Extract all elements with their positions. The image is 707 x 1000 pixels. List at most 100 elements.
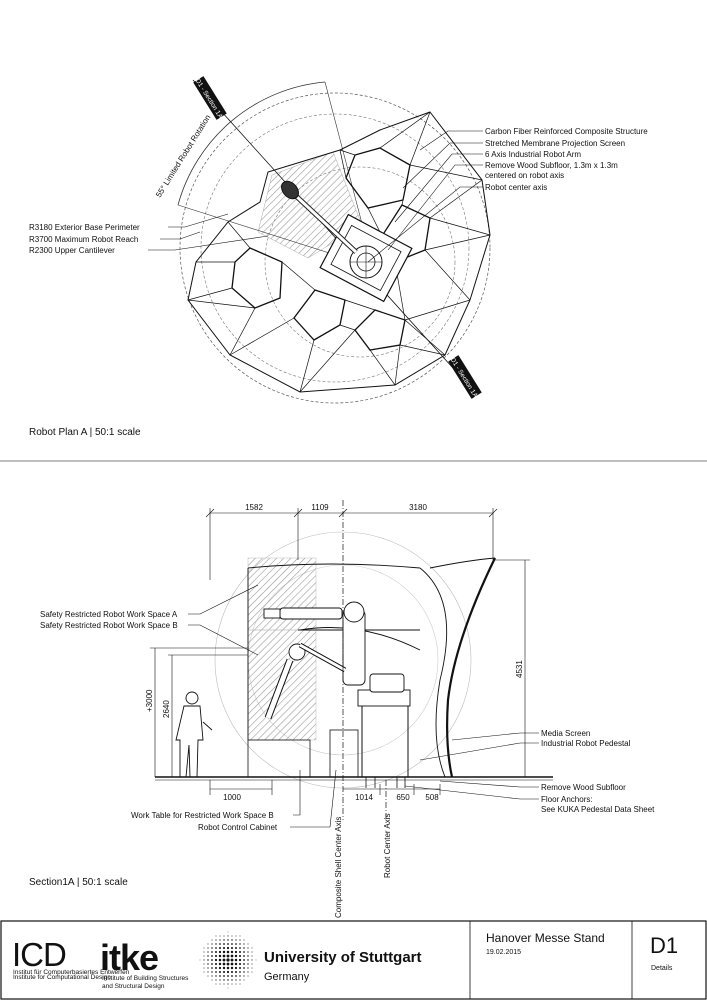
seal-dot [239, 971, 241, 973]
university-seal-icon [199, 931, 257, 989]
seal-dot [239, 983, 241, 985]
seal-dot [203, 951, 205, 953]
seal-dot [218, 962, 222, 966]
seal-dot [239, 935, 241, 937]
seal-dot [243, 947, 245, 949]
seal-dot [247, 959, 249, 961]
seal-dot [203, 967, 205, 969]
callout-composite: Carbon Fiber Reinforced Composite Struct… [485, 127, 648, 136]
shell-cell [293, 289, 346, 341]
dim-vertical-right [495, 559, 530, 777]
floor-anchors [365, 777, 406, 788]
plan-callouts-left: R3180 Exterior Base Perimeter R3700 Maxi… [29, 213, 269, 255]
composite-shell-right [446, 557, 496, 778]
seal-dot [235, 939, 237, 941]
rotation-label: 55° Limited Robot Rotation [154, 113, 212, 199]
seal-dot [243, 943, 245, 945]
control-cabinet [329, 729, 359, 778]
seal-dot [211, 939, 213, 941]
seal-dot [203, 971, 205, 973]
seal-dot [226, 966, 230, 970]
callout-workspace-a: Safety Restricted Robot Work Space A [40, 610, 178, 619]
project-date: 19.02.2015 [486, 949, 521, 956]
seal-dot [207, 967, 209, 969]
dim-chain-top [205, 508, 498, 580]
human-figure [175, 691, 213, 778]
dim-4531: 4531 [515, 660, 524, 678]
dim-650: 650 [396, 793, 410, 802]
seal-dot [207, 955, 209, 957]
logo-icd-sub-2: Institute for Computational Design [13, 974, 111, 981]
seal-dot [227, 975, 229, 977]
seal-dot [215, 935, 217, 937]
seal-dot [222, 954, 226, 958]
plan-caption: Robot Plan A | 50:1 scale [29, 427, 141, 438]
seal-dot [231, 975, 233, 977]
seal-dot [251, 971, 253, 973]
seal-dot [223, 939, 225, 941]
seal-dot [207, 947, 209, 949]
robot-plan [281, 180, 413, 303]
seal-dot [243, 967, 245, 969]
seal-dot [203, 963, 205, 965]
robot-section [263, 601, 411, 720]
section-caption: Section1A | 50:1 scale [29, 877, 128, 888]
rotation-arc [177, 81, 326, 206]
seal-dot [243, 939, 245, 941]
seal-dot [239, 943, 241, 945]
seal-dot [239, 979, 241, 981]
seal-dot [215, 979, 217, 981]
logo-itke-sub-2: and Structural Design [102, 983, 165, 990]
seal-dot [243, 963, 245, 965]
seal-dot [231, 983, 233, 985]
seal-dot [227, 943, 229, 945]
seal-dot [251, 959, 253, 961]
seal-dot [243, 979, 245, 981]
seal-dot [247, 963, 249, 965]
seal-dot [226, 950, 230, 954]
seal-dot [227, 987, 229, 989]
seal-dot [238, 962, 242, 966]
logo-itke: itke [100, 937, 158, 978]
seal-dot [230, 950, 234, 954]
seal-dot [234, 950, 238, 954]
seal-dot [222, 946, 226, 950]
seal-dot [247, 947, 249, 949]
seal-dot [231, 979, 233, 981]
reach-circle [179, 92, 491, 404]
seal-dot [251, 947, 253, 949]
axis-label-shell: Composite Shell Center Axis [334, 817, 343, 918]
seal-dot [230, 958, 234, 962]
axis-label-robot: Robot Center Axis [383, 814, 392, 878]
seal-dot [234, 958, 238, 962]
callout-subfloor-2: centered on robot axis [485, 171, 564, 180]
seal-dot [211, 975, 213, 977]
seal-dot [207, 975, 209, 977]
callout-robot-arm: 6 Axis Industrial Robot Arm [485, 150, 581, 159]
robot-pedestal [361, 704, 409, 778]
dim-1109: 1109 [311, 503, 329, 512]
seal-dot [211, 971, 213, 973]
work-table [247, 739, 311, 778]
seal-dot [218, 954, 222, 958]
seal-dot [203, 947, 205, 949]
seal-dot [234, 966, 238, 970]
seal-dot [219, 975, 221, 977]
seal-dot [222, 958, 226, 962]
composite-shell-outline [187, 111, 491, 393]
seal-dot [199, 959, 201, 961]
seal-dot [227, 935, 229, 937]
seal-dot [218, 958, 222, 962]
seal-dot [235, 943, 237, 945]
seal-dot [239, 975, 241, 977]
seal-dot [215, 951, 217, 953]
section-tag-bottom: D1 - Section 1A [448, 355, 482, 400]
seal-dot [243, 955, 245, 957]
dim-2640: 2640 [162, 700, 171, 718]
callout-r3700: R3700 Maximum Robot Reach [29, 235, 138, 244]
seal-dot [243, 959, 245, 961]
seal-dot [215, 939, 217, 941]
callout-leaders-bottom [290, 769, 337, 828]
callout-kuka-sheet: See KUKA Pedestal Data Sheet [541, 805, 655, 814]
